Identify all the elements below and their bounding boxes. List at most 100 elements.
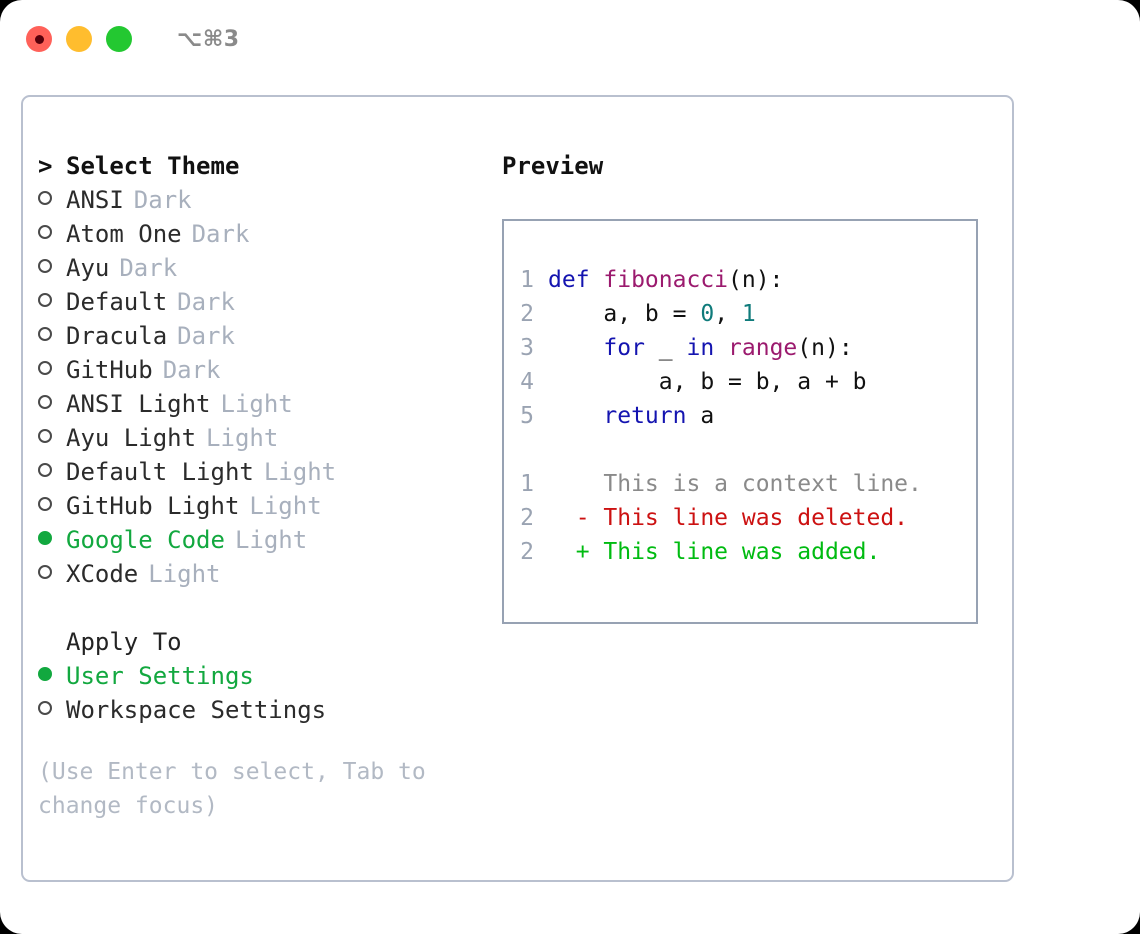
theme-name: Ayu (66, 254, 110, 282)
theme-variant-tag: Light (234, 526, 308, 554)
code-line-text: for _ in range(n): (548, 331, 853, 365)
code-token-pl: (n): (797, 335, 853, 361)
theme-list-item[interactable]: Dracula Dark (38, 319, 488, 353)
theme-name: Default Light (66, 458, 254, 486)
select-theme-header: > Select Theme (38, 149, 488, 183)
code-line-text: return a (548, 399, 714, 433)
radio-unselected-icon (38, 429, 52, 443)
radio-selected-icon (38, 667, 52, 681)
code-line-number: 5 (520, 403, 534, 429)
theme-list-item[interactable]: Default Dark (38, 285, 488, 319)
theme-name: ANSI Light (66, 390, 211, 418)
code-line: 3 for _ in range(n): (504, 331, 976, 365)
theme-name: Dracula (66, 322, 168, 350)
keyboard-shortcut-label: ⌥⌘3 (177, 26, 240, 52)
list-spacer (38, 591, 488, 625)
apply-to-title: Apply To (66, 628, 182, 656)
theme-variant-tag: Dark (177, 288, 235, 316)
minimize-button[interactable] (66, 26, 92, 52)
code-token-kw: for (603, 335, 645, 361)
theme-variant-tag: Dark (119, 254, 178, 282)
diff-sample: 1 This is a context line. 2 - This line w… (504, 467, 976, 569)
theme-name: Atom One (66, 220, 182, 248)
radio-unselected-icon (38, 293, 52, 307)
apply-to-item[interactable]: User Settings (38, 659, 488, 693)
theme-variant-tag: Dark (177, 322, 235, 350)
theme-list-item[interactable]: Google Code Light (38, 523, 488, 557)
theme-name: GitHub Light (66, 492, 240, 520)
code-token-pl: (n): (728, 267, 784, 293)
close-button[interactable] (26, 26, 52, 52)
diff-line-number: 1 (520, 471, 534, 497)
theme-name: GitHub (66, 356, 153, 384)
theme-list-item[interactable]: Ayu Light Light (38, 421, 488, 455)
diff-line-text: + This line was added. (548, 539, 881, 565)
theme-name: Ayu Light (66, 424, 197, 452)
theme-variant-tag: Light (249, 492, 322, 520)
code-line: 5 return a (504, 399, 976, 433)
code-token-pl (548, 335, 603, 361)
code-line-number: 2 (520, 301, 534, 327)
apply-to-label: Workspace Settings (66, 696, 327, 724)
code-line-number: 1 (520, 267, 534, 293)
radio-unselected-icon (38, 701, 52, 715)
radio-unselected-icon (38, 565, 52, 579)
caret-icon: > (38, 152, 53, 180)
theme-name: Google Code (66, 526, 225, 554)
code-token-num: 0 (700, 301, 715, 327)
code-token-kw: return (603, 403, 687, 429)
code-token-pl: a, b = (548, 301, 701, 327)
theme-variant-tag: Light (220, 390, 293, 418)
diff-line-text: - This line was deleted. (548, 505, 909, 531)
radio-unselected-icon (38, 497, 52, 511)
code-token-num: 1 (741, 301, 756, 327)
code-line: 4 a, b = b, a + b (504, 365, 976, 399)
radio-unselected-icon (38, 259, 52, 273)
theme-variant-tag: Light (206, 424, 279, 452)
theme-list-item[interactable]: Atom One Dark (38, 217, 488, 251)
radio-unselected-icon (38, 327, 52, 341)
theme-list-item[interactable]: GitHub Dark (38, 353, 488, 387)
diff-line: 1 This is a context line. (504, 467, 976, 501)
preview-title: Preview (502, 152, 604, 180)
radio-unselected-icon (38, 191, 52, 205)
code-token-kw: def (548, 267, 604, 293)
theme-list-item[interactable]: Ayu Dark (38, 251, 488, 285)
code-token-pl: a (686, 403, 715, 429)
code-line-text: a, b = 0, 1 (548, 297, 756, 331)
diff-line-number: 2 (520, 505, 534, 531)
code-token-kw: in (686, 335, 715, 361)
theme-list-item[interactable]: GitHub Light Light (38, 489, 488, 523)
code-line-number: 3 (520, 335, 534, 361)
code-diff-separator (504, 433, 976, 467)
theme-variant-tag: Dark (162, 356, 221, 384)
apply-to-item[interactable]: Workspace Settings (38, 693, 488, 727)
code-token-fn: range (728, 335, 798, 361)
theme-list-item[interactable]: ANSI Light Light (38, 387, 488, 421)
code-line-text: a, b = b, a + b (548, 365, 867, 399)
theme-variant-tag: Dark (191, 220, 250, 248)
code-token-pl (714, 335, 728, 361)
theme-name: Default (66, 288, 168, 316)
code-token-pl: , (714, 301, 742, 327)
theme-variant-tag: Light (148, 560, 221, 588)
radio-unselected-icon (38, 225, 52, 239)
apply-to-label: User Settings (66, 662, 254, 690)
code-line: 2 a, b = 0, 1 (504, 297, 976, 331)
code-token-pl: a, b = b, a + b (548, 369, 867, 395)
apply-to-header: Apply To (38, 625, 488, 659)
maximize-button[interactable] (106, 26, 132, 52)
code-line-number: 4 (520, 369, 534, 395)
